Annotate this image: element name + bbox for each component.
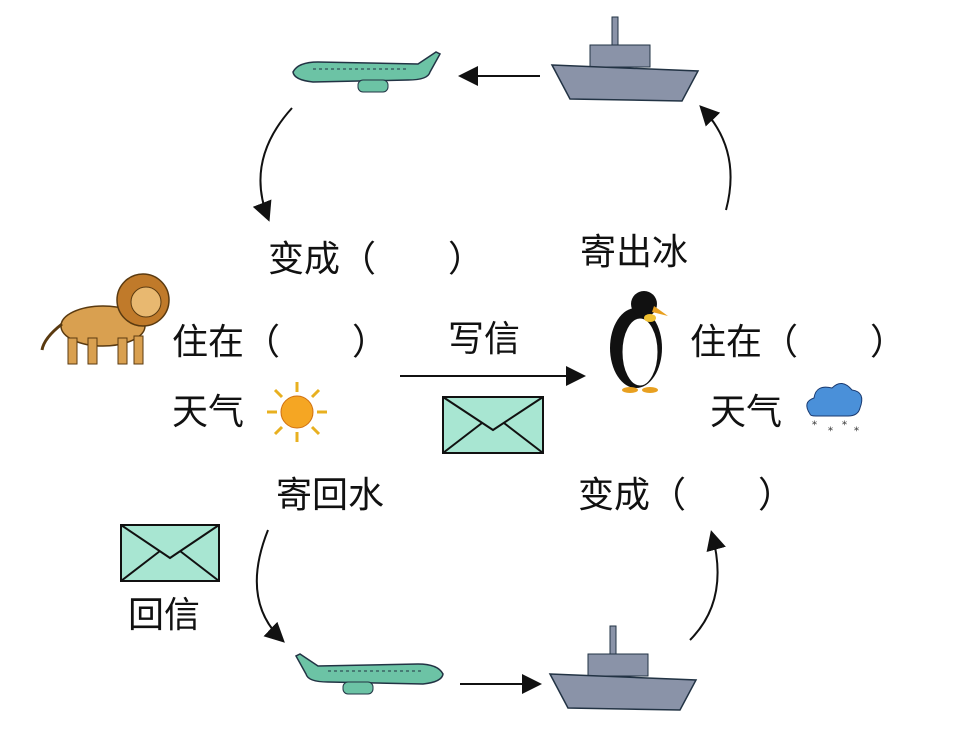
svg-text:*: *: [812, 420, 817, 431]
bottom-airplane-icon: [294, 653, 444, 695]
write-letter-label: 写信: [448, 319, 521, 360]
reply-letter-label: 回信: [128, 595, 201, 636]
penguin-icon: [610, 291, 668, 393]
right-weather-label: 天气: [710, 392, 783, 433]
left-live-in-label: 住在（ ）: [172, 322, 389, 363]
svg-text:*: *: [842, 420, 847, 431]
svg-text:*: *: [828, 426, 833, 437]
send-back-water-label: 寄回水: [276, 475, 385, 516]
bottom-right-become-label: 变成（ ）: [578, 475, 795, 516]
envelope-icon: [442, 396, 544, 454]
snow-cloud-icon: * * * *: [806, 383, 863, 437]
reply-envelope-icon: [120, 524, 220, 582]
top-left-become-label: 变成（ ）: [268, 239, 485, 280]
sun-icon: [267, 382, 327, 442]
airplane-icon: [292, 51, 442, 93]
right-live-in-label: 住在（ ）: [690, 322, 907, 363]
bottom-ship-icon: [548, 625, 698, 711]
svg-text:*: *: [854, 426, 859, 437]
arrow-plane-to-become-top: [252, 107, 293, 222]
arrow-ice-to-ship: [699, 105, 732, 211]
left-weather-label: 天气: [172, 392, 245, 433]
arrow-ship-to-become-bottom: [689, 530, 726, 641]
send-ice-label: 寄出冰: [580, 232, 689, 273]
lion-icon: [40, 273, 170, 365]
ship-icon: [550, 16, 700, 102]
arrow-water-to-plane: [255, 529, 285, 643]
